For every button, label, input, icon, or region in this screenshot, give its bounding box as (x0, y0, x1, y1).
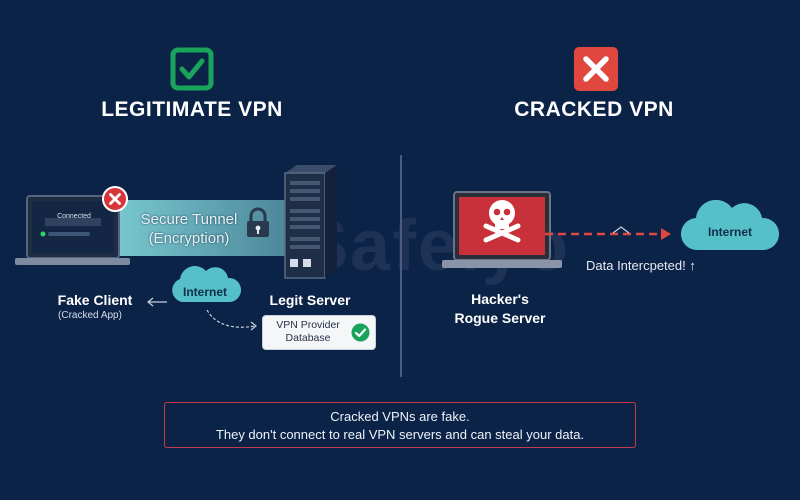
section-divider (400, 155, 402, 377)
client-sublabel: (Cracked App) (58, 310, 122, 321)
check-circle-icon (351, 323, 370, 342)
lock-icon (247, 207, 269, 237)
hacker-server-label: Hacker's Rogue Server (440, 290, 560, 328)
database-label-line1: VPN Provider (276, 319, 340, 331)
database-label-line2: Database (285, 332, 331, 344)
legit-title: LEGITIMATE VPN (101, 98, 283, 121)
cracked-title: CRACKED VPN (514, 98, 674, 121)
tunnel-label: Secure Tunnel (Encryption) (120, 210, 258, 248)
cloud-icon (172, 266, 242, 302)
error-badge-icon (102, 186, 128, 212)
check-icon (170, 47, 214, 91)
tunnel-label-line1: Secure Tunnel (140, 211, 238, 228)
client-label: Fake Client (57, 292, 133, 308)
left-cloud-label: Internet (182, 285, 227, 299)
right-cloud-icon (680, 199, 780, 251)
skull-icon (483, 200, 521, 243)
server-label: Legit Server (269, 292, 351, 308)
intercept-arrow (545, 226, 671, 240)
warning-note-line2: They don't connect to real VPN servers a… (215, 427, 585, 442)
server-icon (284, 165, 337, 279)
warning-note-line1: Cracked VPNs are fake. (330, 409, 470, 424)
tunnel-label-line2: (Encryption) (148, 230, 230, 247)
warning-note: Cracked VPNs are fake. They don't connec… (164, 402, 636, 448)
database-card: VPN Provider Database (263, 316, 375, 349)
cross-icon (574, 47, 618, 91)
database-label: VPN Provider Database (269, 319, 347, 345)
hacker-server-label-line1: Hacker's (471, 291, 529, 307)
right-cloud-label: Internet (707, 225, 752, 239)
flow-arrows (147, 297, 257, 331)
laptop-status: Connected (57, 213, 91, 220)
hacker-server-label-line2: Rogue Server (454, 310, 546, 326)
intercept-label: Data Intercpeted! ↑ (586, 258, 696, 273)
laptop-icon (15, 195, 130, 265)
